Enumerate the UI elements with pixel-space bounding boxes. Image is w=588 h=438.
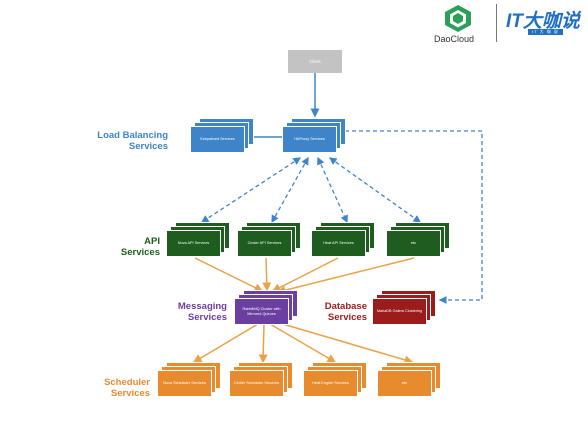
keepalived-label: Keepalived Services	[190, 126, 245, 153]
messaging-services-label: Messaging Services	[160, 301, 227, 323]
heat-api-label: Heat API Services	[311, 230, 366, 257]
nova-scheduler-label: Nova Scheduler Services	[157, 370, 212, 397]
mariadb-label: MariaDB Galera Clustering	[372, 298, 427, 325]
scheduler-subtitle: Services	[110, 388, 150, 399]
haproxy-to-etc-api	[328, 157, 422, 223]
etc-scheduler-label: etc	[377, 370, 432, 397]
it-logo-wordmark: IT大咖说	[506, 11, 580, 32]
haproxy-to-nova-api	[200, 157, 302, 223]
mariadb-node: MariaDB Galera Clustering	[372, 290, 436, 326]
nova-api-node: Nova API Services	[166, 222, 230, 258]
daocloud-logo-icon	[445, 5, 471, 32]
etc-api-to-messaging	[276, 257, 415, 295]
nova-api-to-messaging	[194, 257, 264, 292]
database-title: Database	[324, 301, 367, 312]
haproxy-label: HAProxy Services	[282, 126, 337, 153]
cinder-api-label: Cinder API Services	[237, 230, 292, 257]
heat-api-to-messaging	[271, 257, 339, 292]
load-balancing-subtitle: Services	[128, 141, 168, 152]
daocloud-wordmark: DaoCloud	[434, 34, 475, 44]
scheduler-services-label: Scheduler Services	[92, 377, 150, 399]
messaging-to-etc-scheduler	[275, 321, 414, 365]
cinder-api-to-messaging	[262, 257, 272, 292]
cinder-scheduler-label: Cinder Scheduler Services	[229, 370, 284, 397]
scheduler-title: Scheduler	[104, 377, 150, 388]
messaging-title: Messaging	[177, 301, 227, 312]
load-balancing-title: Load Balancing	[97, 130, 168, 141]
rabbitmq-node: RabbitMQ Cluster with Mirrored Queues	[234, 290, 298, 326]
nova-api-label: Nova API Services	[166, 230, 221, 257]
heat-engine-label: Heat Engine Services	[303, 370, 358, 397]
messaging-to-heat-engine	[269, 323, 337, 363]
rabbitmq-label: RabbitMQ Cluster with Mirrored Queues	[234, 298, 289, 325]
heat-engine-node: Heat Engine Services	[303, 362, 367, 398]
haproxy-to-database-route	[345, 130, 483, 304]
etc-api-node: etc	[386, 222, 450, 258]
messaging-subtitle: Services	[187, 312, 227, 323]
brand-divider	[496, 4, 497, 42]
keepalived-node: Keepalived Services	[190, 118, 254, 154]
it-logo-tagline: IT 大 咖 说	[528, 29, 563, 35]
messaging-to-cinder-scheduler	[258, 323, 268, 364]
api-subtitle: Services	[120, 247, 160, 258]
nova-scheduler-node: Nova Scheduler Services	[157, 362, 221, 398]
cinder-api-node: Cinder API Services	[237, 222, 301, 258]
api-title: API	[144, 236, 160, 247]
cinder-scheduler-node: Cinder Scheduler Services	[229, 362, 293, 398]
client-label: Client	[309, 59, 321, 64]
client-box: Client	[288, 50, 342, 73]
load-balancing-label: Load Balancing Services	[96, 130, 168, 152]
brand-header: DaoCloud IT大咖说 IT 大 咖 说	[428, 0, 588, 50]
messaging-to-nova-scheduler	[192, 323, 259, 363]
etc-api-label: etc	[386, 230, 441, 257]
database-subtitle: Services	[327, 312, 367, 323]
haproxy-to-cinder-api	[271, 156, 309, 224]
database-services-label: Database Services	[305, 301, 367, 323]
api-services-label: API Services	[100, 236, 160, 258]
haproxy-node: HAProxy Services	[282, 118, 346, 154]
heat-api-node: Heat API Services	[311, 222, 375, 258]
etc-scheduler-node: etc	[377, 362, 441, 398]
